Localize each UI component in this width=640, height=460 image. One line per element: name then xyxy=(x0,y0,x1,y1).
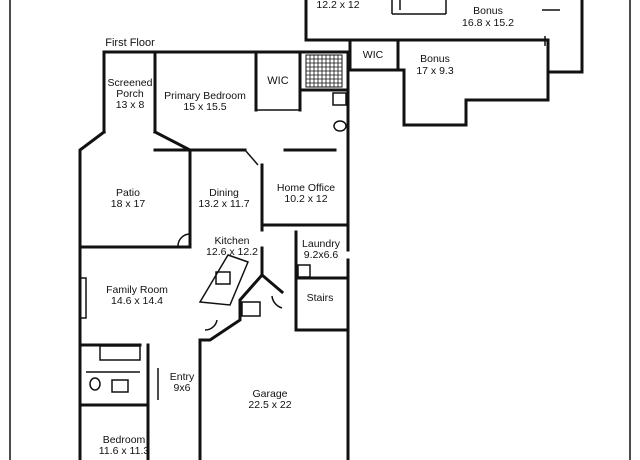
room-labels: 12.2 x 12 Bonus 16.8 x 15.2 WIC Bonus 17… xyxy=(99,0,514,457)
bedroom-name: Bedroom xyxy=(103,434,146,446)
family-room-name: Family Room xyxy=(106,284,168,296)
patio-dims: 18 x 17 xyxy=(111,198,146,210)
wic-primary-name: WIC xyxy=(267,75,288,87)
screened-porch-line2: Porch xyxy=(116,88,144,100)
laundry-dims: 9.2x6.6 xyxy=(304,249,339,261)
primary-bedroom-name: Primary Bedroom xyxy=(164,90,246,102)
kitchen-name: Kitchen xyxy=(214,235,249,247)
screened-porch-line1: Screened xyxy=(108,77,153,89)
kitchen-dims: 12.6 x 12.2 xyxy=(206,246,258,258)
dining-dims: 13.2 x 11.7 xyxy=(198,198,249,210)
screened-porch-dims: 13 x 8 xyxy=(116,99,145,111)
bonus-lower-name: Bonus xyxy=(420,53,450,65)
wic-upper-name: WIC xyxy=(363,49,384,61)
entry-dims: 9x6 xyxy=(174,382,191,394)
second-floor-walls xyxy=(304,0,584,127)
home-office-name: Home Office xyxy=(277,182,335,194)
primary-bedroom-dims: 15 x 15.5 xyxy=(183,101,226,113)
fixtures xyxy=(79,54,347,393)
bonus-lower-dims: 17 x 9.3 xyxy=(416,65,454,77)
family-room-dims: 14.6 x 14.4 xyxy=(111,295,163,307)
floor-label: First Floor xyxy=(105,37,155,49)
room-top-left-dims: 12.2 x 12 xyxy=(316,0,359,11)
garage-dims: 22.5 x 22 xyxy=(248,399,291,411)
first-floor-walls xyxy=(78,50,350,460)
garage-name: Garage xyxy=(252,388,287,400)
laundry-name: Laundry xyxy=(302,238,341,250)
entry-name: Entry xyxy=(170,371,195,383)
page-frame xyxy=(9,0,631,460)
dining-name: Dining xyxy=(209,187,239,199)
bonus-upper-dims: 16.8 x 15.2 xyxy=(462,17,514,29)
home-office-dims: 10.2 x 12 xyxy=(284,193,327,205)
patio-name: Patio xyxy=(116,187,140,199)
stairs-name: Stairs xyxy=(307,292,334,304)
bedroom-dims: 11.6 x 11.3 xyxy=(99,445,150,457)
bonus-upper-name: Bonus xyxy=(473,5,503,17)
